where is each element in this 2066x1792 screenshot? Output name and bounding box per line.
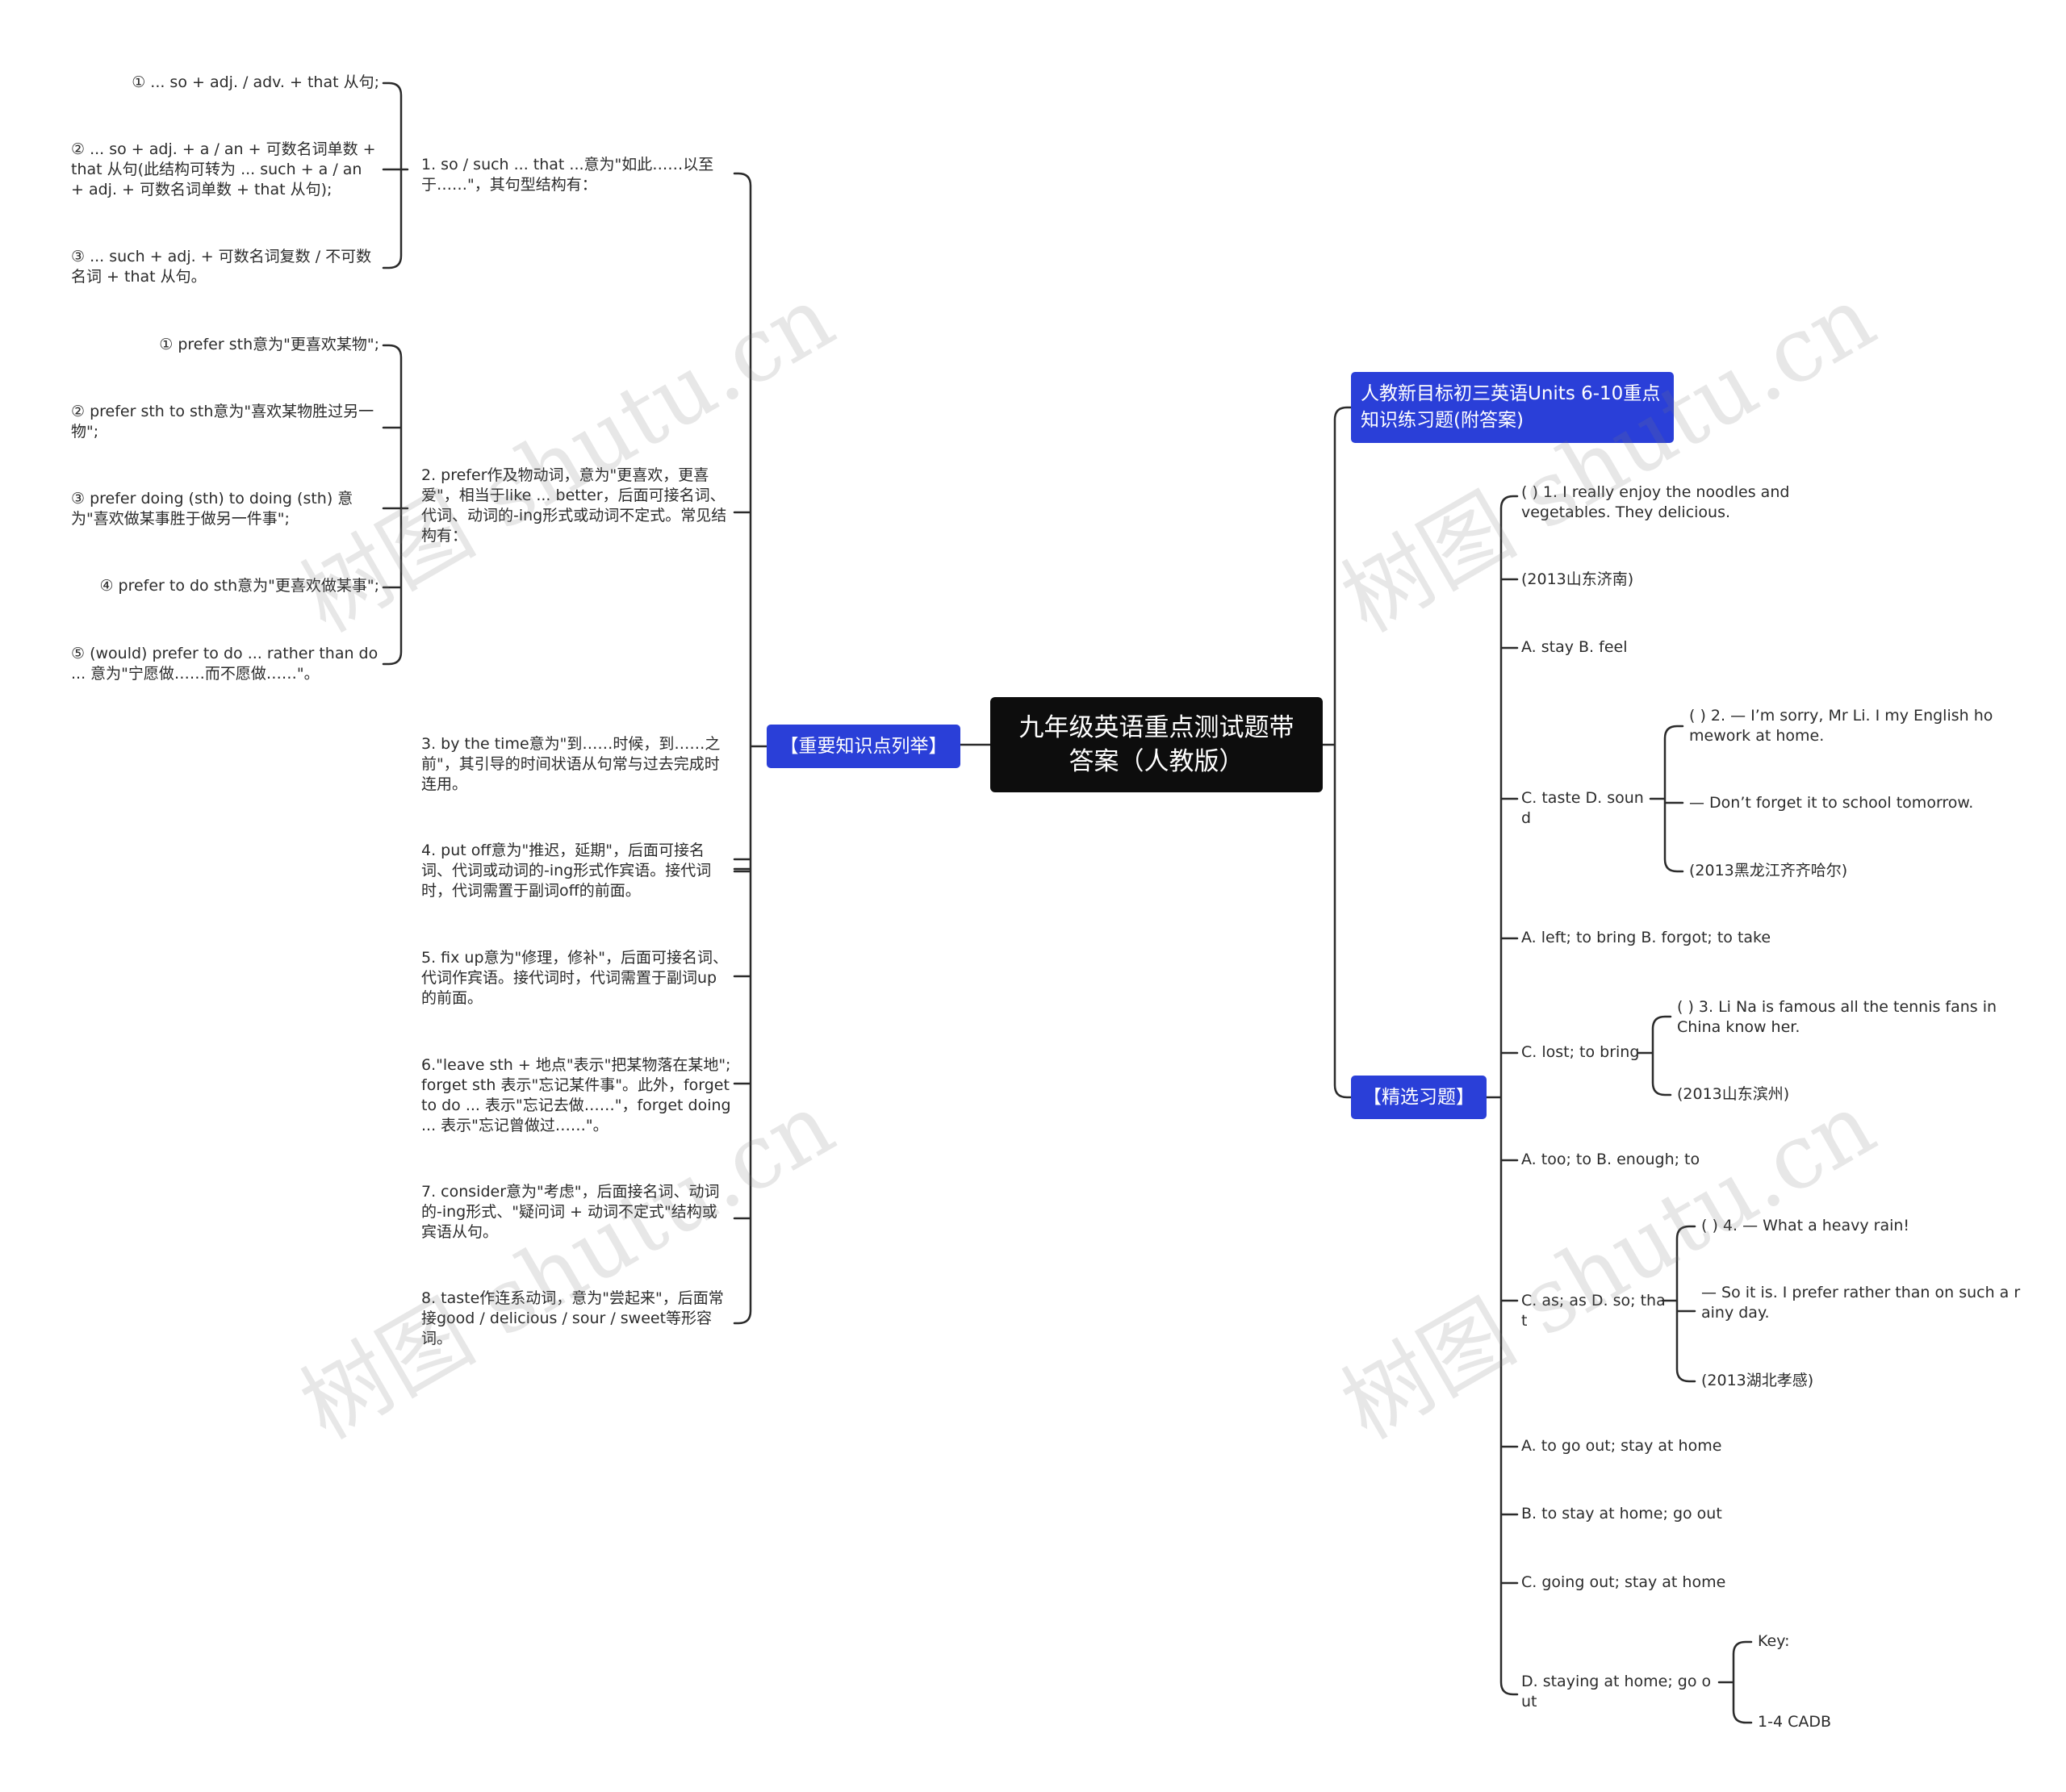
link-left-bracket [733,172,768,1325]
link-q3-bracket [1637,1015,1672,1097]
branch-selected-exercises[interactable]: 【精选习题】 [1351,1076,1487,1119]
branch-key-points[interactable]: 【重要知识点列举】 [767,725,960,768]
exercise-item-9[interactable]: A. to go out; stay at home [1521,1437,1722,1455]
link-right-bracket [1485,495,1519,1696]
link-so-such-bracket [382,81,409,269]
exercise-item-10[interactable]: B. to stay at home; go out [1521,1505,1722,1523]
q3-source[interactable]: (2013山东滨州) [1677,1085,1790,1103]
point-6[interactable]: 6."leave sth + 地点"表示"把某物落在某地"; forget st… [421,1056,731,1134]
answer-key-value[interactable]: 1-4 CADB [1758,1713,1832,1731]
exercise-item-2[interactable]: (2013山东济南) [1521,570,1634,588]
exercise-item-7[interactable]: A. too; to B. enough; to [1521,1151,1700,1168]
so-such-item-3[interactable]: ③ ... such + adj. + 可数名词复数 / 不可数名词 + tha… [71,248,372,286]
point-2[interactable]: 2. prefer作及物动词，意为"更喜欢，更喜爱"，相当于like ... b… [421,466,727,545]
so-such-item-2[interactable]: ② ... so + adj. + a / an + 可数名词单数 + that… [71,140,376,198]
branch-exercise-title[interactable]: 人教新目标初三英语Units 6-10重点知识练习题(附答案) [1351,372,1674,443]
exercise-item-11[interactable]: C. going out; stay at home [1521,1573,1726,1591]
exercise-item-1[interactable]: ( ) 1. I really enjoy the noodles and ve… [1521,483,1790,521]
link-q2-bracket [1649,725,1684,873]
q2-reply[interactable]: — Don’t forget it to school tomorrow. [1689,794,1974,812]
link-root-right [1321,406,1353,1099]
prefer-item-1[interactable]: ① prefer sth意为"更喜欢某物"; [159,336,379,353]
exercise-item-3[interactable]: A. stay B. feel [1521,638,1628,656]
point-3[interactable]: 3. by the time意为"到……时候，到……之前"，其引导的时间状语从句… [421,735,721,793]
point-5[interactable]: 5. fix up意为"修理，修补"，后面可接名词、代词作宾语。接代词时，代词需… [421,949,729,1007]
root-node[interactable]: 九年级英语重点测试题带答案（人教版） [990,697,1323,792]
point-7[interactable]: 7. consider意为"考虑"，后面接名词、动词的-ing形式、"疑问词 +… [421,1183,720,1241]
q4-source[interactable]: (2013湖北孝感) [1701,1372,1814,1389]
link-prefer-bracket [382,344,409,666]
prefer-item-3[interactable]: ③ prefer doing (sth) to doing (sth) 意为"喜… [71,490,353,528]
link-q4-bracket [1661,1225,1696,1383]
q2-source[interactable]: (2013黑龙江齐齐哈尔) [1689,862,1848,879]
link-key-bracket [1717,1640,1753,1724]
prefer-item-2[interactable]: ② prefer sth to sth意为"喜欢某物胜过另一物"; [71,403,374,441]
exercise-item-12[interactable]: D. staying at home; go out [1521,1673,1712,1711]
point-1[interactable]: 1. so / such ... that ...意为"如此……以至于……"，其… [421,156,714,194]
exercise-item-6[interactable]: C. lost; to bring [1521,1043,1640,1061]
answer-key-label[interactable]: Key: [1758,1632,1790,1650]
point-4[interactable]: 4. put off意为"推迟，延期"，后面可接名词、代词或动词的-ing形式作… [421,842,712,900]
prefer-item-5[interactable]: ⑤ (would) prefer to do ... rather than d… [71,645,378,683]
q4-question[interactable]: ( ) 4. — What a heavy rain! [1701,1217,1910,1234]
q2-question[interactable]: ( ) 2. — I’m sorry, Mr Li. I my English … [1689,707,1993,745]
exercise-item-4[interactable]: C. taste D. sound [1521,789,1644,827]
prefer-item-4[interactable]: ④ prefer to do sth意为"更喜欢做某事"; [99,577,379,595]
q4-reply[interactable]: — So it is. I prefer rather than on such… [1701,1284,2021,1322]
exercise-item-5[interactable]: A. left; to bring B. forgot; to take [1521,929,1771,946]
exercise-item-8[interactable]: C. as; as D. so; that [1521,1292,1666,1330]
point-8[interactable]: 8. taste作连系动词，意为"尝起来"，后面常接good / delicio… [421,1289,724,1347]
q3-question[interactable]: ( ) 3. Li Na is famous all the tennis fa… [1677,998,1997,1036]
so-such-item-1[interactable]: ① ... so + adj. / adv. + that 从句; [132,73,379,91]
